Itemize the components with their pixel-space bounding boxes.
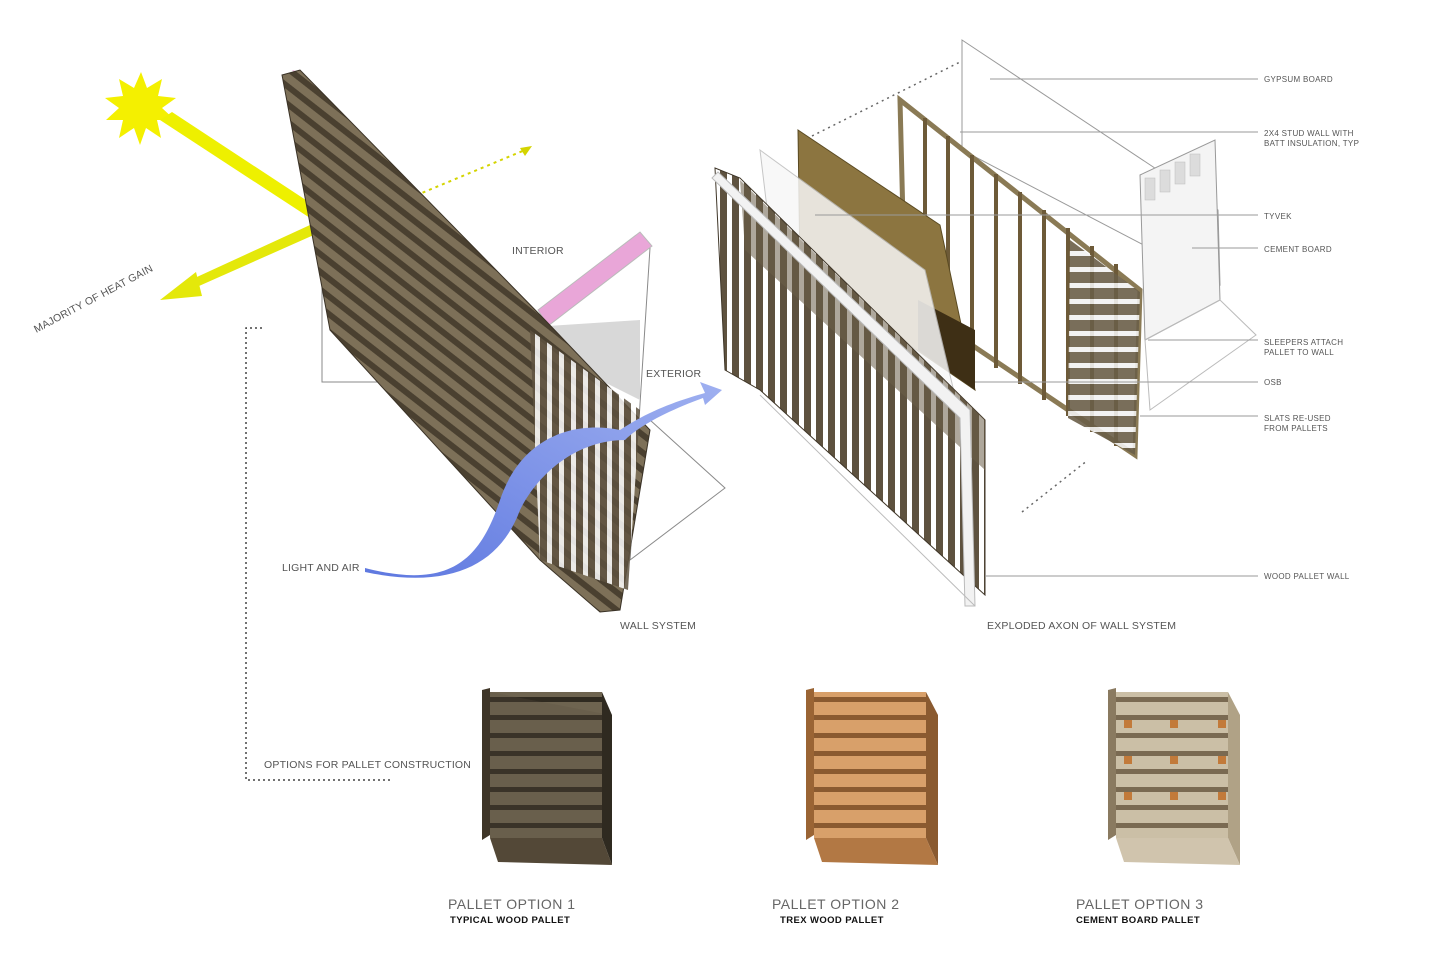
- leader-lines: [815, 78, 1258, 577]
- pallet-wall-front: [530, 330, 640, 590]
- wall-system-caption: WALL SYSTEM: [620, 620, 697, 632]
- pallet-wall-base: [759, 394, 976, 607]
- cement-board-base: [1144, 299, 1257, 411]
- exploded-axon-caption: EXPLODED AXON OF WALL SYSTEM: [987, 620, 1177, 632]
- option-3-title: PALLET OPTION 3: [1076, 896, 1204, 912]
- layer-label-osb: OSB: [1264, 378, 1282, 387]
- pallet-option-1-image: [482, 688, 612, 865]
- option-3-subtitle: CEMENT BOARD PALLET: [1076, 915, 1201, 926]
- layer-label-slats: SLATS RE-USED FROM PALLETS: [1264, 414, 1331, 433]
- layer-label-pallet-wall: WOOD PALLET WALL: [1264, 572, 1350, 581]
- option-1-title: PALLET OPTION 1: [448, 896, 576, 912]
- exterior-label: EXTERIOR: [646, 368, 702, 380]
- pallet-option-3-image: [1108, 688, 1240, 865]
- sun-ray: [160, 112, 318, 218]
- options-leader: [245, 327, 390, 781]
- interior-panel: [548, 320, 640, 400]
- options-label: OPTIONS FOR PALLET CONSTRUCTION: [264, 759, 472, 771]
- reused-slats: [1068, 240, 1140, 455]
- guide-dotted-1: [811, 61, 961, 137]
- sleepers: [1144, 153, 1201, 201]
- pallet-wall-edge: [711, 171, 976, 607]
- layer-label-stud-wall: 2X4 STUD WALL WITH BATT INSULATION, TYP: [1264, 129, 1360, 148]
- option-2-title: PALLET OPTION 2: [772, 896, 900, 912]
- option-2-subtitle: TREX WOOD PALLET: [780, 915, 884, 926]
- interior-label: INTERIOR: [512, 245, 564, 257]
- light-air-label: LIGHT AND AIR: [282, 562, 360, 574]
- layer-label-cement-board: CEMENT BOARD: [1264, 245, 1332, 254]
- layer-label-tyvek: TYVEK: [1264, 212, 1292, 221]
- guide-dotted-2: [1021, 459, 1089, 513]
- layer-label-gypsum: GYPSUM BOARD: [1264, 75, 1333, 84]
- layer-label-sleepers: SLEEPERS ATTACH PALLET TO WALL: [1264, 338, 1344, 357]
- wall-outline: [321, 247, 726, 562]
- sun-icon: [105, 72, 176, 145]
- air-flow-arrow-icon: [365, 382, 722, 578]
- heat-gain-arrow-icon: [160, 225, 316, 300]
- pallet-option-2-image: [806, 688, 938, 865]
- option-1-subtitle: TYPICAL WOOD PALLET: [450, 915, 571, 926]
- heat-pass-line: [344, 149, 526, 226]
